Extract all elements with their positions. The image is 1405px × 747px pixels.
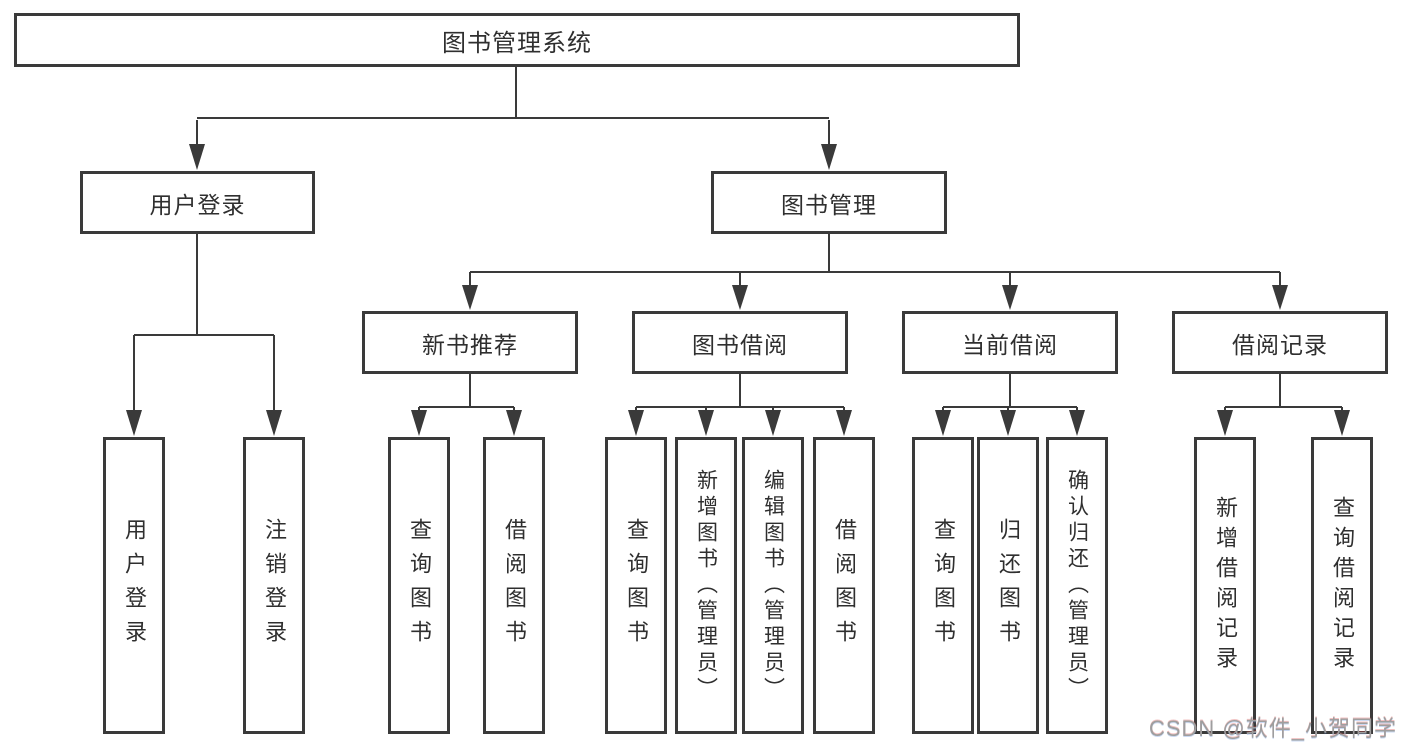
leaf-label: 注销登录: [262, 517, 287, 654]
node-label: 图书管理: [781, 191, 877, 218]
leaf-label: 归还图书: [996, 517, 1021, 654]
leaf-borrow-books-recommend: 借阅图书: [483, 437, 545, 734]
node-borrowing-records: 借阅记录: [1172, 311, 1388, 374]
leaf-label: 借阅图书: [502, 517, 527, 654]
node-new-book-recommendation: 新书推荐: [362, 311, 578, 374]
leaf-query-books-borrow: 查询图书: [605, 437, 667, 734]
leaf-label: 查询图书: [931, 517, 956, 654]
leaf-label: 查询图书: [624, 517, 649, 654]
arrowheads: [126, 144, 1350, 436]
leaf-label: 查询借阅记录: [1330, 495, 1355, 676]
node-library-management-system: 图书管理系统: [14, 13, 1020, 67]
leaf-return-books: 归还图书: [977, 437, 1039, 734]
leaf-borrow-books: 借阅图书: [813, 437, 875, 734]
leaf-label: 新增图书（管理员）: [694, 468, 718, 703]
tree-edges: [133, 67, 1343, 412]
node-label: 图书管理系统: [442, 29, 592, 57]
node-book-management: 图书管理: [711, 171, 947, 234]
leaf-label: 借阅图书: [832, 517, 857, 654]
leaf-add-books-admin: 新增图书（管理员）: [675, 437, 737, 734]
node-label: 借阅记录: [1232, 331, 1328, 358]
leaf-query-books-recommend: 查询图书: [388, 437, 450, 734]
leaf-label: 编辑图书（管理员）: [761, 468, 785, 703]
leaf-logout: 注销登录: [243, 437, 305, 734]
node-label: 新书推荐: [422, 331, 518, 358]
leaf-label: 查询图书: [407, 517, 432, 654]
leaf-label: 确认归还（管理员）: [1065, 468, 1089, 703]
leaf-label: 新增借阅记录: [1213, 495, 1238, 676]
node-user-login: 用户登录: [80, 171, 315, 234]
node-current-borrowing: 当前借阅: [902, 311, 1118, 374]
leaf-edit-books-admin: 编辑图书（管理员）: [742, 437, 804, 734]
node-book-borrowing: 图书借阅: [632, 311, 848, 374]
leaf-confirm-return-admin: 确认归还（管理员）: [1046, 437, 1108, 734]
leaf-label: 用户登录: [122, 517, 147, 654]
node-label: 当前借阅: [962, 331, 1058, 358]
csdn-watermark: CSDN @软件_小贺同学: [1148, 716, 1397, 741]
leaf-add-borrow-record: 新增借阅记录: [1194, 437, 1256, 734]
leaf-query-books-current: 查询图书: [912, 437, 974, 734]
leaf-query-borrow-record: 查询借阅记录: [1311, 437, 1373, 734]
leaf-user-login: 用户登录: [103, 437, 165, 734]
node-label: 用户登录: [149, 191, 246, 218]
node-label: 图书借阅: [692, 331, 788, 358]
